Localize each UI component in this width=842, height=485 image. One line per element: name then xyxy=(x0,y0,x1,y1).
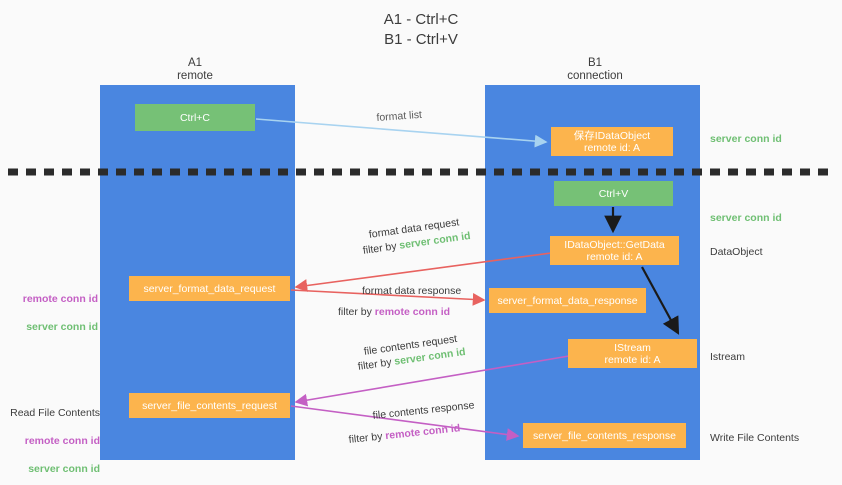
box-server-file-contents-response[interactable]: server_file_contents_response xyxy=(523,423,686,448)
remote-conn-id-text: remote conn id xyxy=(384,422,461,443)
server-conn-id-text: server conn id xyxy=(710,133,782,145)
filter-by-text: filter by xyxy=(357,355,396,373)
annotation-server-conn-id-mid: server conn id xyxy=(710,211,782,225)
box-ctrl-c[interactable]: Ctrl+C xyxy=(135,104,255,131)
label-file-contents-response: file contents response xyxy=(372,399,475,422)
annotation-conn-ids-upper: remote conn id server conn id xyxy=(10,278,98,334)
server-conn-id-text: server conn id xyxy=(710,212,782,224)
box-istream[interactable]: IStream remote id: A xyxy=(568,339,697,368)
remote-conn-id-text: remote conn id xyxy=(22,293,98,305)
box-server-format-data-request[interactable]: server_format_data_request xyxy=(129,276,290,301)
filter-by-text: filter by xyxy=(348,430,386,446)
annotation-read-file-contents: Read File Contents remote conn id server… xyxy=(8,392,100,476)
box-server-format-data-response[interactable]: server_format_data_response xyxy=(489,288,646,313)
label-format-data-response: format data response xyxy=(362,285,462,297)
box-ctrl-v[interactable]: Ctrl+V xyxy=(554,181,673,206)
box-server-file-contents-request[interactable]: server_file_contents_request xyxy=(129,393,290,418)
column-header-a1: A1 remote xyxy=(177,57,213,82)
column-header-b1: B1 connection xyxy=(567,57,623,82)
filter-by-text: filter by xyxy=(362,239,401,257)
read-file-contents-text: Read File Contents xyxy=(10,407,100,419)
remote-conn-id-text: remote conn id xyxy=(24,435,100,447)
server-conn-id-text: server conn id xyxy=(28,463,100,475)
label-format-data-response-filter: filter by remote conn id xyxy=(338,305,450,320)
annotation-server-conn-id-top: server conn id xyxy=(710,132,782,146)
annotation-istream: Istream xyxy=(710,351,746,363)
box-idataobject[interactable]: 保存IDataObject remote id: A xyxy=(551,127,673,156)
label-file-contents-response-filter: filter by remote conn id xyxy=(348,421,461,448)
page-title: A1 - Ctrl+C B1 - Ctrl+V xyxy=(383,11,459,48)
remote-conn-id-text: remote conn id xyxy=(374,306,451,318)
box-idataobject-getdata[interactable]: IDataObject::GetData remote id: A xyxy=(550,236,679,265)
label-format-list: format list xyxy=(376,108,423,124)
server-conn-id-text: server conn id xyxy=(26,321,98,333)
annotation-write-file-contents: Write File Contents xyxy=(710,432,800,444)
annotation-dataobject: DataObject xyxy=(710,246,763,258)
filter-by-text: filter by xyxy=(338,306,375,318)
